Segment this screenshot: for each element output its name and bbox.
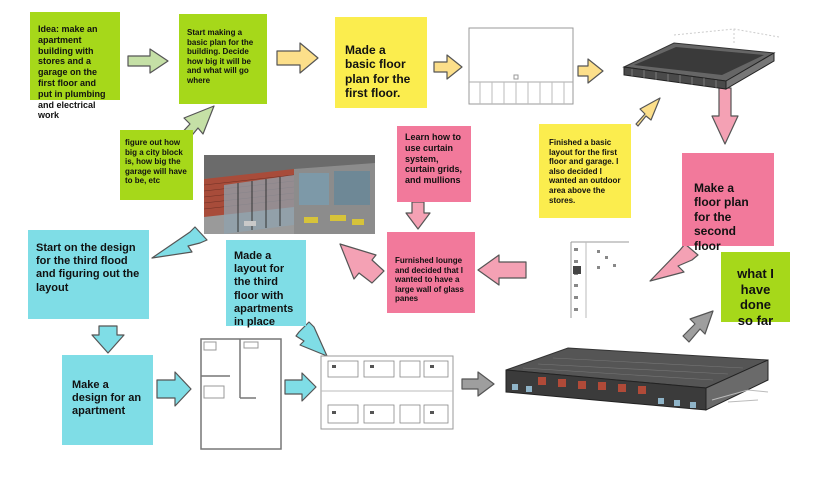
note-finished-layout: Finished a basic layout for the first fl… [539,124,631,218]
arrow-up-right-icon [635,97,661,127]
arrow-right-icon [276,42,319,74]
arrow-down-left-icon [649,243,699,282]
arrow-right-icon [433,54,463,80]
arrow-down-icon [91,325,125,354]
note-apartment: Make a design for an apartment [62,355,153,445]
arrow-down-icon [711,87,739,145]
note-lounge: Furnished lounge and decided that I want… [387,232,475,313]
note-floor-plan-second: Make a floor plan for the second floor [682,153,774,253]
arrow-up-left-icon [339,243,385,284]
note-basic-plan: Start making a basic plan for the buildi… [179,14,267,104]
note-what-done: what I have done so far [721,252,790,328]
arrow-down-left-icon [151,226,208,259]
arrow-right-icon [461,371,495,397]
note-curtain: Learn how to use curtain system, curtain… [397,126,471,202]
arrow-right-icon [127,48,169,74]
apartment-plan-image [200,338,282,450]
note-city-block: figure out how big a city block is, how … [120,130,193,200]
arrow-right-icon [284,372,317,402]
lounge-render-image [203,155,375,234]
note-third-layout: Made a layout for the third floor with a… [226,240,306,328]
arrow-up-right-icon [682,310,714,343]
first-floor-3d-image [614,25,784,91]
note-idea: Idea: make an apartment building with st… [30,12,120,120]
arrow-right-icon [156,371,192,407]
arrow-right-icon [577,58,604,84]
third-floor-plan-image [320,355,454,430]
arrow-left-icon [477,254,527,286]
second-floor-plan-image [541,236,629,318]
note-third-flood: Start on the design for the third flood … [28,230,149,319]
first-floor-plan-image [468,27,574,105]
arrow-down-right-icon [295,321,328,357]
arrow-down-icon [405,201,431,230]
note-floor-plan-first: Made a basic floor plan for the first fl… [335,17,427,108]
building-3d-render-image [498,340,774,414]
